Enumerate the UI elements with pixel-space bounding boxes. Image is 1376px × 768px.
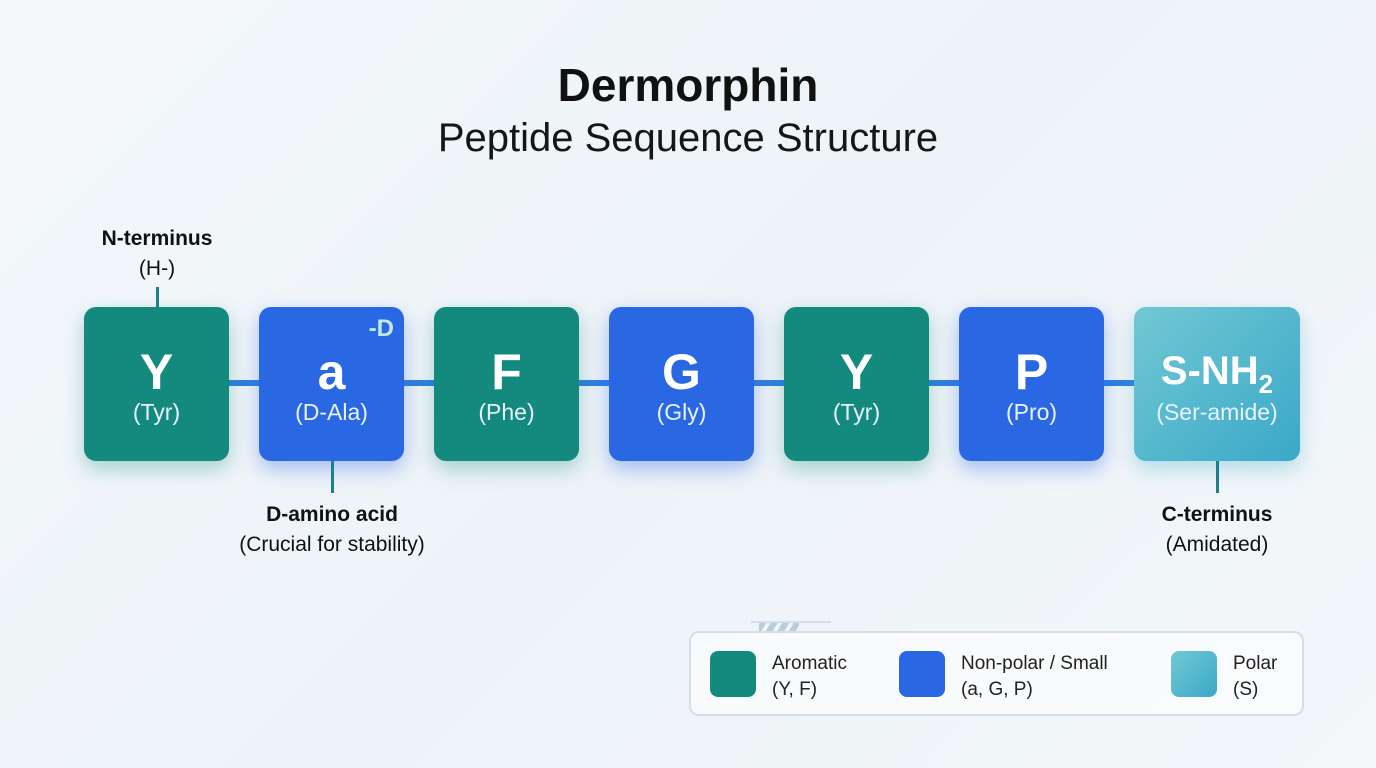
residue-gly: G(Gly) [609,307,754,461]
n-term-connector [156,287,159,307]
d-isomer-badge-icon: -D [368,315,394,342]
legend-swatch [899,651,945,697]
residue-tyr-5: Y(Tyr) [784,307,929,461]
residue-name: (Tyr) [132,399,181,425]
legend: Aromatic(Y, F) Non-polar / Small(a, G, P… [689,621,1304,716]
residue-name: (Pro) [1005,399,1058,425]
residue-letter: Y [839,344,874,400]
d-amino-connector [331,461,334,493]
residue-letter: a [317,344,346,400]
residue-d-ala: -D a(D-Ala) [259,307,404,461]
residue-letter: S-NH2 [1160,349,1274,399]
residue-name: (Tyr) [832,399,881,425]
residue-letter: P [1014,344,1049,400]
residue-pro: P(Pro) [959,307,1104,461]
residue-name: (Ser-amide) [1156,399,1278,425]
residue-letter: G [662,344,701,400]
legend-item-nonpolar: Non-polar / Small(a, G, P) [899,651,1108,703]
legend-item-polar: Polar(S) [1171,651,1277,703]
legend-item-aromatic: Aromatic(Y, F) [710,651,847,703]
c-terminus-label: C-terminus(Amidated) [1161,503,1273,556]
legend-swatch [710,651,756,697]
residue-name: (Phe) [478,399,535,425]
d-amino-label: D-amino acid(Crucial for stability) [239,503,425,556]
n-terminus-label: N-terminus(H-) [101,227,213,280]
residue-letter: Y [139,344,174,400]
residue-phe: F(Phe) [434,307,579,461]
residue-name: (Gly) [656,399,707,425]
residue-ser-amide: S-NH2(Ser-amide) [1134,307,1300,461]
residue-letter: F [491,344,522,400]
diagram-subtitle: Peptide Sequence Structure [437,116,939,160]
residue-tyr-1: Y(Tyr) [84,307,229,461]
legend-swatch [1171,651,1217,697]
c-term-connector [1216,461,1219,493]
diagram-title: Dermorphin [557,59,819,111]
legend-tab [751,621,831,633]
residue-name: (D-Ala) [295,399,368,425]
legend-stripes-decoration [759,623,799,631]
